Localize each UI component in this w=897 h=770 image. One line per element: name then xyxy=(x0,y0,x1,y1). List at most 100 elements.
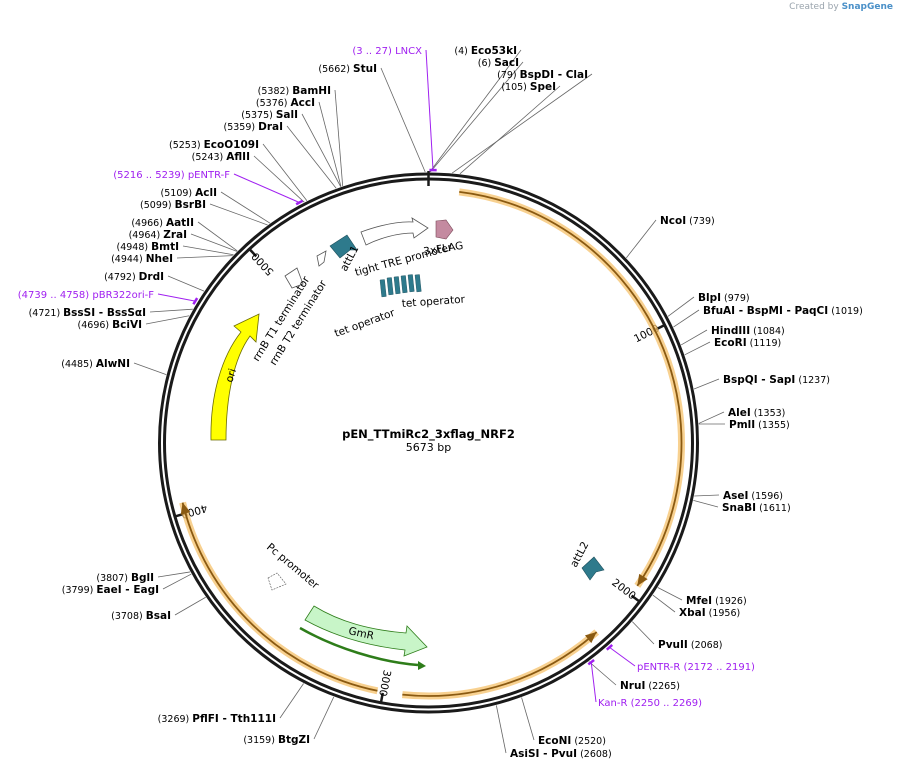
primer-site-0: (3 .. 27) LNCX xyxy=(352,46,422,57)
bp-tick xyxy=(249,248,258,258)
enzyme-name: AatII xyxy=(166,217,194,229)
enzyme-name: BlpI xyxy=(698,292,721,304)
tet-operator-block xyxy=(400,275,408,294)
enzyme-leader-line xyxy=(145,315,190,325)
enzyme-name: NcoI xyxy=(660,215,686,227)
enzyme-position: (1119) xyxy=(747,338,782,349)
enzyme-name: BsrBI xyxy=(175,199,206,211)
enzyme-name: StuI xyxy=(353,63,377,75)
primer-site-3: pENTR-R (2172 .. 2191) xyxy=(637,662,755,673)
enzyme-leader-line xyxy=(657,587,683,601)
gmr-orf-line xyxy=(299,626,419,667)
enzyme-position: (2608) xyxy=(577,749,612,760)
enzyme-leader-line xyxy=(429,61,524,173)
enzyme-site-25: EcoRI (1119) xyxy=(714,337,781,349)
primer-range: (5216 .. 5239) xyxy=(113,170,188,181)
enzyme-site-17: (4792) DrdI xyxy=(104,271,164,283)
credit-prefix: Created by xyxy=(789,2,839,12)
enzyme-labels: (5662) StuI(4) Eco53kI(6) SacI(79) BspDI… xyxy=(29,45,863,760)
primer-site-1: (5216 .. 5239) pENTR-F xyxy=(113,170,230,181)
enzyme-name: PflFI - Tth111I xyxy=(192,713,276,725)
primer-leader-line xyxy=(425,49,434,171)
nrf2-orf-arrowhead xyxy=(637,573,648,586)
enzyme-position: (105) xyxy=(501,82,530,93)
enzyme-leader-line xyxy=(157,571,191,578)
enzyme-site-13: (4966) AatII xyxy=(131,217,194,229)
enzyme-site-10: (5243) AflII xyxy=(192,151,250,163)
enzyme-position: (1926) xyxy=(712,596,747,607)
ori-feature: ori xyxy=(210,313,260,441)
tet-operator-blocks xyxy=(379,274,422,298)
gmr-arrow xyxy=(304,605,428,657)
enzyme-name: DrdI xyxy=(139,271,164,283)
primer-range: (3 .. 27) xyxy=(352,46,395,57)
enzyme-position: (2520) xyxy=(571,736,606,747)
enzyme-leader-line xyxy=(652,594,676,613)
enzyme-position: (2265) xyxy=(645,681,680,692)
lower-left-orf-arrowhead xyxy=(180,502,191,515)
enzyme-leader-line xyxy=(521,697,535,741)
enzyme-site-9: (5253) EcoO109I xyxy=(169,139,259,151)
rrnb-t1-arrow xyxy=(284,267,304,289)
enzyme-site-32: XbaI (1956) xyxy=(679,607,740,619)
gmr-label: GmR xyxy=(347,625,375,642)
enzyme-site-12: (5099) BsrBI xyxy=(140,199,206,211)
enzyme-position: (3159) xyxy=(243,735,278,746)
enzyme-name: BmtI xyxy=(151,241,179,253)
enzyme-site-33: PvuII (2068) xyxy=(658,639,722,651)
enzyme-leader-line xyxy=(693,378,720,390)
enzyme-leader-line xyxy=(459,85,561,175)
enzyme-site-41: (3159) BtgZI xyxy=(243,734,310,746)
lower-left-orf xyxy=(181,502,378,692)
enzyme-leader-line xyxy=(626,219,657,259)
enzyme-site-35: EcoNI (2520) xyxy=(538,735,606,747)
enzyme-site-27: AleI (1353) xyxy=(728,407,785,419)
enzyme-leader-line xyxy=(174,596,206,616)
enzyme-site-6: (5376) AccI xyxy=(256,97,315,109)
bp-tick-label-2: 3000 xyxy=(376,669,393,697)
enzyme-name: BsaI xyxy=(146,610,171,622)
enzyme-site-38: (3799) EaeI - EagI xyxy=(62,584,159,596)
enzyme-position: (1019) xyxy=(828,306,863,317)
nrf2-orf-highlight xyxy=(458,188,685,588)
enzyme-site-23: BfuAI - BspMI - PaqCI (1019) xyxy=(703,305,863,317)
primer-leader-line xyxy=(590,662,597,703)
enzyme-position: (4696) xyxy=(78,320,113,331)
enzyme-position: (3708) xyxy=(111,611,146,622)
snapgene-credit: Created by SnapGene xyxy=(789,2,893,12)
enzyme-leader-line xyxy=(680,329,708,346)
tet-operator-label-1: tet operator xyxy=(333,307,397,340)
enzyme-position: (5662) xyxy=(318,64,353,75)
pc-promoter-arrow xyxy=(267,572,287,591)
tet-operator-block xyxy=(414,274,422,293)
enzyme-leader-line xyxy=(176,255,233,259)
primer-name: LNCX xyxy=(395,46,422,57)
enzyme-leader-line xyxy=(380,67,426,173)
enzyme-site-0: (5662) StuI xyxy=(318,63,377,75)
enzyme-site-21: NcoI (739) xyxy=(660,215,715,227)
gmr-backbone-orf xyxy=(402,631,598,697)
enzyme-position: (1237) xyxy=(795,375,830,386)
primer-binding-mark xyxy=(605,643,614,651)
enzyme-position: (1084) xyxy=(750,326,785,337)
enzyme-leader-line xyxy=(286,125,337,189)
enzyme-name: EcoO109I xyxy=(204,139,259,151)
enzyme-name: AleI xyxy=(728,407,751,419)
primer-range: (2172 .. 2191) xyxy=(680,662,755,673)
enzyme-name: NheI xyxy=(146,253,173,265)
enzyme-name: BtgZI xyxy=(278,734,310,746)
enzyme-name: BamHI xyxy=(292,85,331,97)
enzyme-position: (5382) xyxy=(258,86,293,97)
enzyme-name: BspQI - SapI xyxy=(723,374,795,386)
enzyme-position: (3799) xyxy=(62,585,97,596)
enzyme-name: SalI xyxy=(276,109,298,121)
enzyme-position: (1353) xyxy=(751,408,786,419)
enzyme-position: (4944) xyxy=(111,254,146,265)
enzyme-name: AsiSI - PvuI xyxy=(510,748,577,760)
enzyme-position: (1611) xyxy=(756,503,791,514)
enzyme-site-30: SnaBI (1611) xyxy=(722,502,791,514)
gmr-feature: GmR xyxy=(299,605,428,670)
primer-labels: (3 .. 27) LNCX(5216 .. 5239) pENTR-F(473… xyxy=(18,46,755,709)
enzyme-site-1: (4) Eco53kI xyxy=(454,45,517,57)
